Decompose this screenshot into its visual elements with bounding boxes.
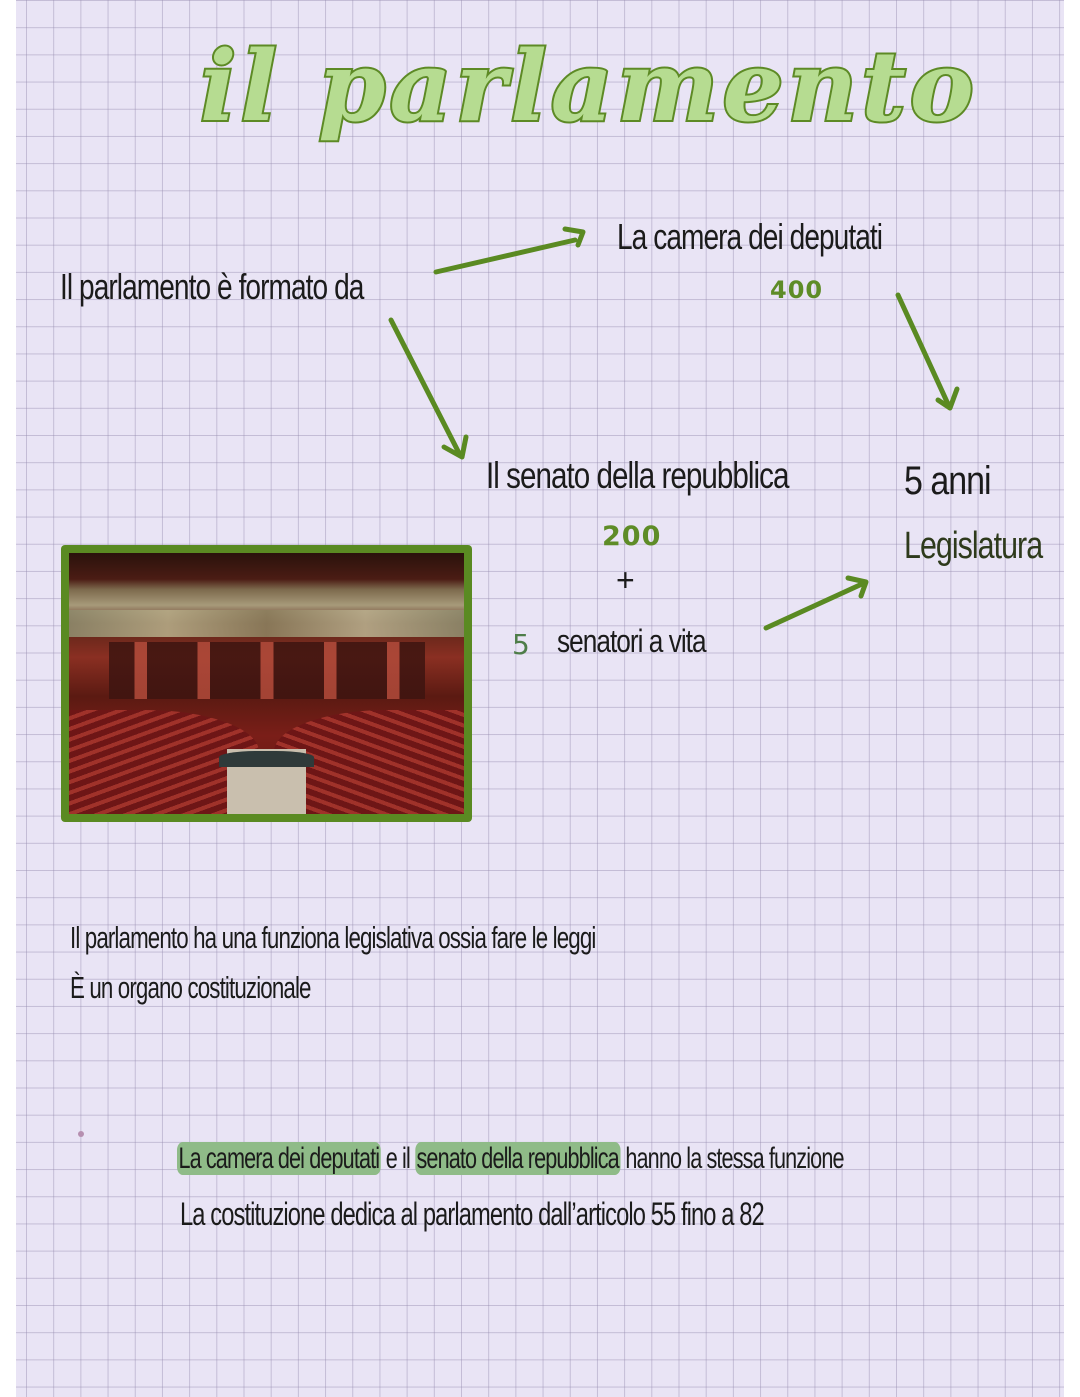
legislatura-label: Legislatura: [904, 525, 1043, 567]
diagram-root-text: Il parlamento è formato da: [60, 266, 364, 307]
bullet-dot: [78, 1131, 84, 1137]
life-senators-label: senatori a vita: [557, 623, 707, 659]
senato-members-count: 200: [602, 521, 662, 552]
note-line-2: È un organo costituzionale: [70, 970, 311, 1005]
summary-rest: hanno la stessa funzione: [620, 1142, 844, 1175]
highlight-senato: senato della repubblica: [415, 1142, 621, 1175]
summary-connector: e il: [380, 1142, 416, 1175]
note-line-1: Il parlamento ha una funziona legislativ…: [70, 920, 596, 955]
life-senators-count: 5: [512, 628, 531, 661]
chamber-photo: [69, 553, 464, 814]
summary-line-1: La camera dei deputati e il senato della…: [177, 1142, 844, 1176]
camera-label: La camera dei deputati: [617, 216, 883, 257]
plus-sign: +: [616, 562, 635, 598]
camera-members-count: 400: [770, 276, 824, 304]
chamber-photo-frame: [61, 545, 472, 822]
highlight-camera: La camera dei deputati: [177, 1142, 381, 1175]
summary-line-2: La costituzione dedica al parlamento dal…: [180, 1196, 765, 1232]
term-duration: 5 anni: [904, 459, 992, 503]
page-title: il parlamento: [198, 28, 978, 145]
senato-label: Il senato della repubblica: [486, 455, 789, 496]
